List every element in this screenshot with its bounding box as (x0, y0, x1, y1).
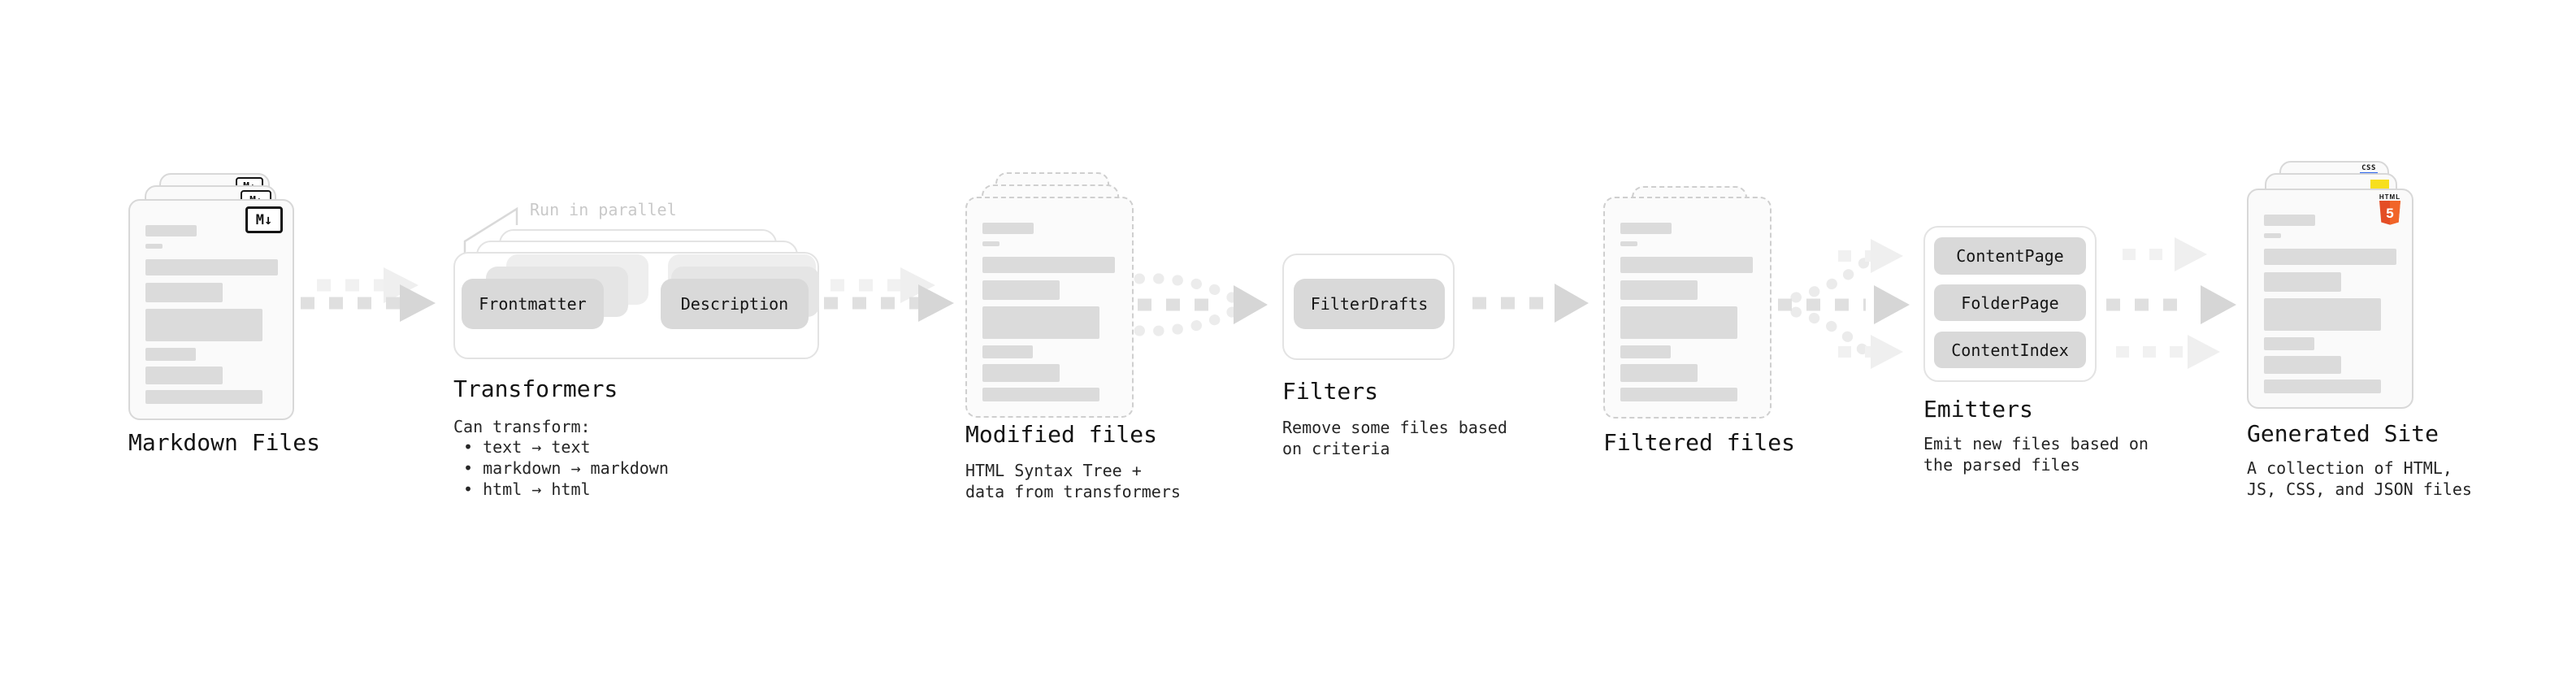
html5-shield: 5 (2379, 201, 2400, 225)
contentindex-button: ContentIndex (1934, 332, 2086, 368)
emitters-label: Emitters (1923, 396, 2033, 423)
document-skeleton-lines (2249, 190, 2412, 393)
folderpage-button: FolderPage (1934, 284, 2086, 321)
generated-site-description: A collection of HTML, JS, CSS, and JSON … (2247, 458, 2472, 499)
run-in-parallel-annotation: Run in parallel (530, 200, 677, 219)
filterdrafts-button: FilterDrafts (1294, 279, 1445, 329)
modified-files-description: HTML Syntax Tree + data from transformer… (965, 461, 1181, 501)
run-in-parallel-leader-line (463, 206, 518, 254)
description-button: Description (661, 279, 809, 329)
filters-description: Remove some files based on criteria (1282, 418, 1507, 458)
transformers-bullet: • markdown → markdown (463, 458, 669, 478)
js-icon (2370, 180, 2389, 189)
arrow-markdown-to-transformers (301, 267, 436, 322)
modified-file-card-front (965, 197, 1134, 418)
filtered-files-label: Filtered files (1603, 429, 1796, 456)
filtered-file-card-front (1603, 197, 1772, 419)
arrow-modified-to-filters (1134, 273, 1268, 336)
markdown-icon: M↓ (245, 206, 283, 233)
markdown-files-label: Markdown Files (128, 429, 321, 456)
arrow-transformers-to-modified (824, 267, 954, 322)
generated-site-label: Generated Site (2247, 420, 2439, 447)
document-skeleton-lines (967, 198, 1132, 401)
transformers-desc-title: Can transform: (453, 417, 591, 436)
modified-files-label: Modified files (965, 421, 1158, 448)
css-icon-label: CSS (2361, 164, 2376, 172)
svg-text:5: 5 (2386, 206, 2393, 221)
html5-icon-label: HTML (2379, 193, 2401, 201)
document-skeleton-lines (1605, 198, 1770, 401)
filters-label: Filters (1282, 378, 1379, 405)
generated-site-card-front: HTML 5 (2247, 189, 2413, 409)
arrow-emitters-to-generated (2106, 237, 2236, 369)
frontmatter-button: Frontmatter (462, 279, 604, 329)
transformers-bullet: • text → text (463, 437, 591, 457)
html5-icon: HTML 5 (2378, 193, 2402, 228)
arrow-filters-to-filtered (1472, 284, 1589, 323)
markdown-file-card-front: M↓ (128, 199, 294, 420)
transformers-label: Transformers (453, 375, 618, 402)
emitters-description: Emit new files based on the parsed files (1923, 434, 2149, 475)
transformers-bullet: • html → html (463, 479, 591, 499)
arrow-filtered-to-emitters (1778, 239, 1910, 369)
document-skeleton-lines (130, 201, 293, 404)
contentpage-button: ContentPage (1934, 237, 2086, 275)
